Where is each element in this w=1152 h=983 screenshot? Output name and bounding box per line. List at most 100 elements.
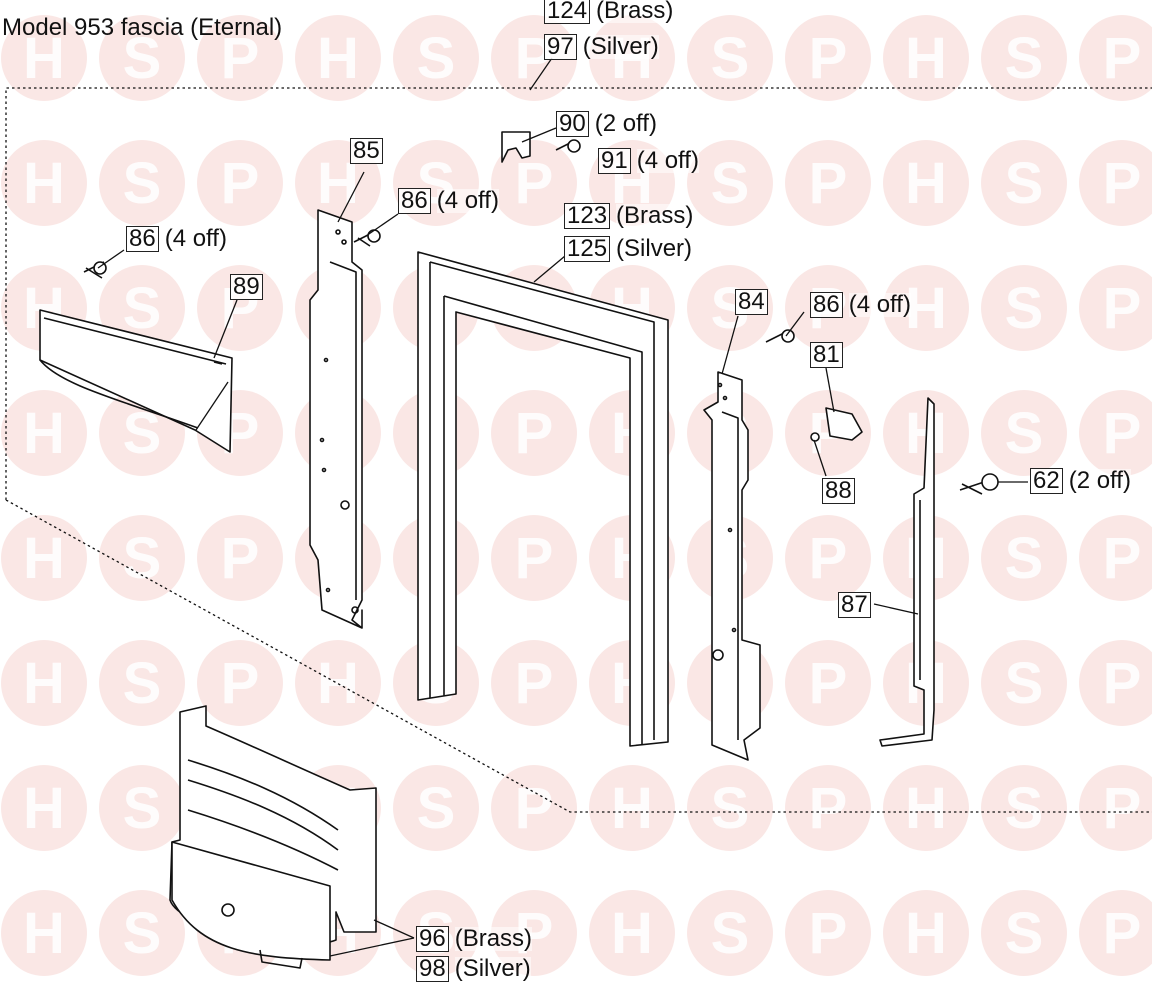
part-85-left-bracket: [309, 209, 363, 629]
watermark-disc: [981, 15, 1067, 101]
part-note: (Brass): [616, 202, 694, 229]
callout-90[interactable]: 90 (2 off): [556, 111, 657, 137]
assembly-boundary: [5, 87, 1152, 813]
watermark-letter: S: [711, 26, 750, 91]
watermark-disc: [1079, 15, 1152, 101]
leader-lines: [97, 57, 1028, 957]
watermark-disc: [1079, 890, 1152, 976]
watermark-letter: H: [23, 776, 65, 841]
part-note: (Silver): [454, 955, 531, 982]
callout-88[interactable]: 88: [822, 478, 855, 504]
callout-98[interactable]: 98 (Silver): [416, 956, 531, 982]
watermark-letter: H: [905, 26, 947, 91]
watermark-disc: [1079, 765, 1152, 851]
watermark-letter: P: [221, 651, 260, 716]
part-81-bracket: [825, 407, 863, 441]
diagram-title: Model 953 fascia (Eternal): [2, 14, 283, 41]
watermark-disc: [785, 515, 871, 601]
watermark-disc: [1079, 390, 1152, 476]
part-number: 90: [556, 111, 589, 137]
watermark-disc: [589, 890, 675, 976]
part-number: 123: [564, 203, 611, 229]
watermark-disc: [883, 15, 969, 101]
callout-86-a[interactable]: 86 (4 off): [398, 188, 499, 214]
part-number: 87: [838, 592, 871, 618]
watermark-disc: [393, 765, 479, 851]
watermark-disc: [1, 640, 87, 726]
callout-123[interactable]: 123 (Brass): [564, 202, 694, 229]
watermark-letter: P: [515, 776, 554, 841]
watermark-letter: S: [123, 776, 162, 841]
watermark-letter: P: [515, 401, 554, 466]
part-84-right-bracket: [703, 371, 761, 761]
watermark-letter: S: [123, 26, 162, 91]
callout-89[interactable]: 89: [230, 274, 263, 300]
line-art: [5, 57, 1152, 969]
callout-91[interactable]: 91 (4 off): [598, 148, 699, 174]
watermark-pattern: HSPHSPHSPHSPHSPHSPHSPHSPHSPHSPHSPHSPHSPH…: [1, 15, 1152, 976]
watermark-disc: [785, 890, 871, 976]
part-number: 89: [230, 274, 263, 300]
watermark-disc: [785, 765, 871, 851]
watermark-disc: [981, 640, 1067, 726]
watermark-disc: [785, 390, 871, 476]
callout-81[interactable]: 81: [810, 342, 843, 368]
watermark-letter: S: [711, 901, 750, 966]
callout-84[interactable]: 84: [735, 289, 768, 315]
callout-62[interactable]: 62 (2 off): [1030, 468, 1131, 494]
watermark-disc: [491, 140, 577, 226]
watermark-letter: P: [809, 526, 848, 591]
watermark-letter: S: [1005, 651, 1044, 716]
watermark-letter: P: [515, 151, 554, 216]
watermark-letter: S: [1005, 526, 1044, 591]
part-number: 62: [1030, 468, 1063, 494]
watermark-letter: P: [1103, 901, 1142, 966]
screw-parts: [83, 139, 999, 495]
part-number: 86: [398, 188, 431, 214]
watermark-letter: P: [1103, 401, 1142, 466]
callout-125[interactable]: 125 (Silver): [564, 236, 693, 262]
watermark-disc: [687, 265, 773, 351]
watermark-letter: S: [417, 26, 456, 91]
watermark-disc: [687, 15, 773, 101]
watermark-disc: [99, 15, 185, 101]
part-number: 84: [735, 289, 768, 315]
watermark-letter: P: [221, 526, 260, 591]
watermark-disc: [1079, 265, 1152, 351]
part-note: (4 off): [436, 187, 499, 214]
watermark-disc: [981, 265, 1067, 351]
watermark-letter: P: [1103, 651, 1142, 716]
watermark-disc: [197, 515, 283, 601]
callout-85[interactable]: 85: [350, 138, 383, 164]
watermark-letter: S: [417, 776, 456, 841]
part-96-fret: [169, 705, 377, 969]
callout-87[interactable]: 87: [838, 592, 871, 618]
watermark-letter: S: [1005, 401, 1044, 466]
watermark-disc: [785, 15, 871, 101]
watermark-letter: S: [123, 651, 162, 716]
part-number: 81: [810, 342, 843, 368]
callout-97[interactable]: 97 (Silver): [544, 34, 659, 60]
watermark-letter: H: [905, 776, 947, 841]
watermark-disc: [99, 515, 185, 601]
watermark-disc: [981, 390, 1067, 476]
watermark-letter: P: [515, 526, 554, 591]
watermark-disc: [981, 515, 1067, 601]
part-123-door-frame: [417, 251, 669, 747]
watermark-disc: [491, 640, 577, 726]
watermark-letter: P: [1103, 276, 1142, 341]
watermark-letter: P: [809, 776, 848, 841]
watermark-disc: [99, 140, 185, 226]
watermark-disc: [883, 890, 969, 976]
watermark-letter: H: [905, 151, 947, 216]
callout-96[interactable]: 96 (Brass): [416, 926, 533, 952]
watermark-disc: [197, 140, 283, 226]
callout-124[interactable]: 124 (Brass): [544, 0, 674, 24]
callout-86-c[interactable]: 86 (4 off): [810, 292, 911, 318]
watermark-letter: H: [611, 776, 653, 841]
callout-86-b[interactable]: 86 (4 off): [126, 226, 227, 252]
part-number: 124: [544, 0, 591, 24]
part-90-clip: [501, 131, 531, 163]
watermark-letter: S: [1005, 26, 1044, 91]
